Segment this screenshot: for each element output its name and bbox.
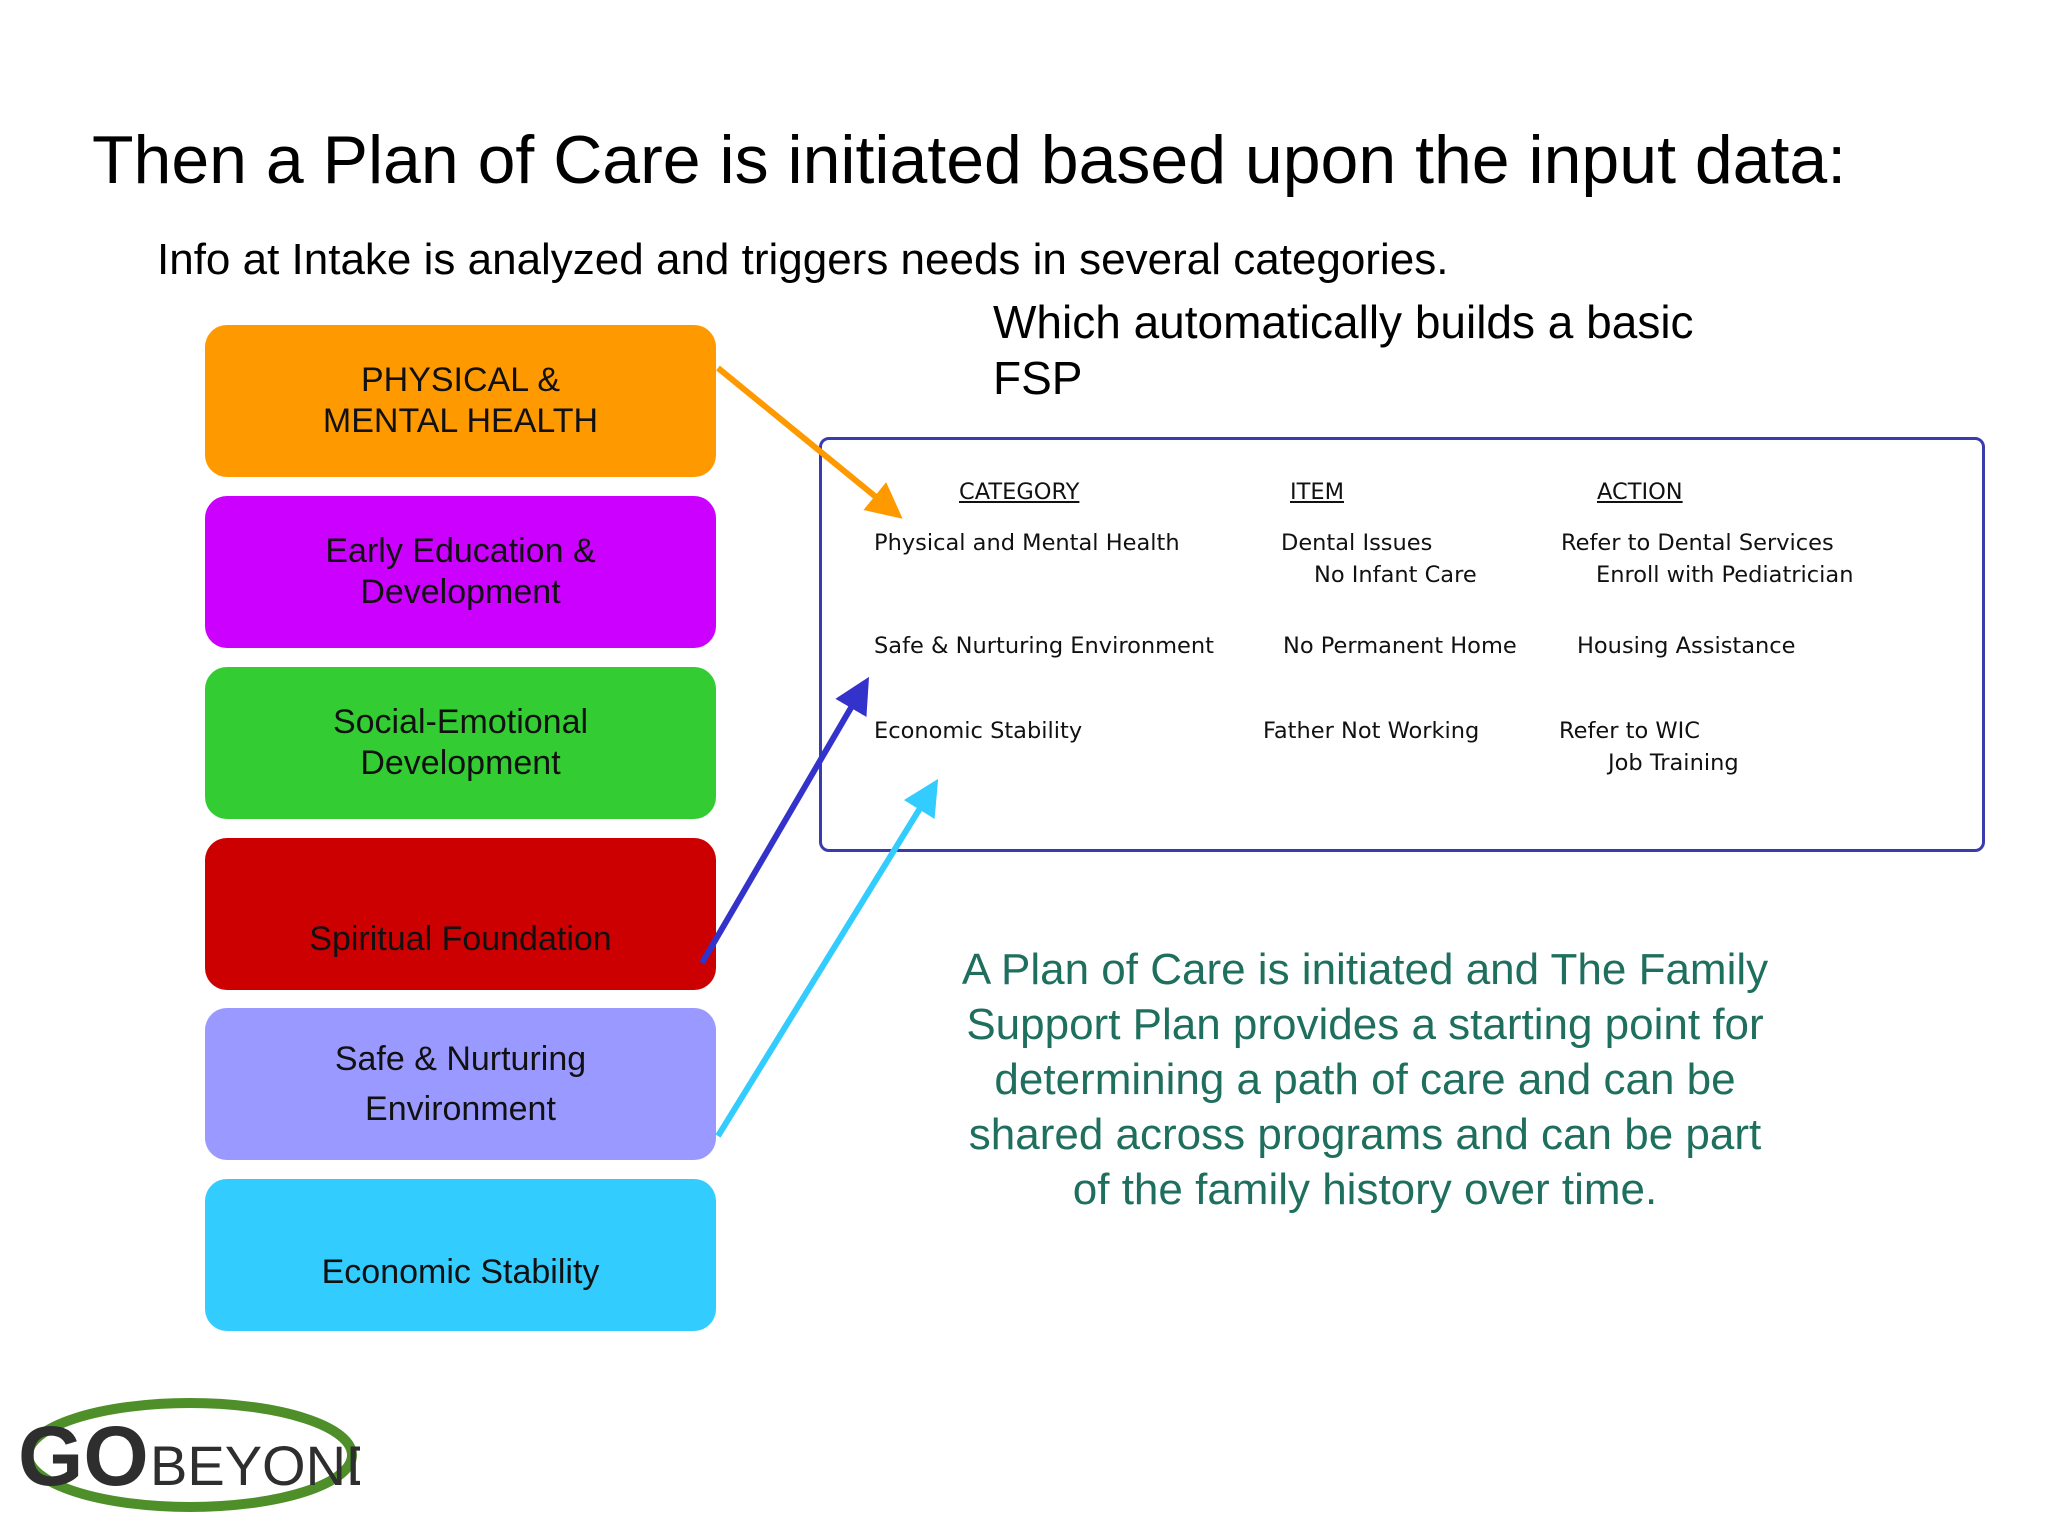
builds-fsp-text: Which automatically builds a basic FSP <box>993 296 1694 404</box>
arrow-spiritual-to-fsp <box>699 676 870 965</box>
fsp-header-item: ITEM <box>1290 479 1345 505</box>
go-beyond-logo: GO BEYOND <box>18 1398 360 1512</box>
fsp-row-action: Refer to WIC <box>1559 718 1700 744</box>
category-label: PHYSICAL & MENTAL HEALTH <box>322 361 599 440</box>
arrow-safe-to-fsp <box>715 778 939 1138</box>
category-label: Safe & Nurturing Environment <box>334 1040 587 1128</box>
fsp-header-action: ACTION <box>1597 479 1683 505</box>
category-label: Economic Stability <box>321 1252 600 1291</box>
slide-subtitle: Info at Intake is analyzed and triggers … <box>157 235 1449 284</box>
category-box-economic-stability: Economic Stability <box>205 1179 716 1331</box>
fsp-row-action: Enroll with Pediatrician <box>1596 562 1854 588</box>
category-box-spiritual-foundation: Spiritual Foundation <box>205 838 716 990</box>
category-box-physical-mental-health: PHYSICAL & MENTAL HEALTH <box>205 325 716 477</box>
category-box-early-education: Early Education & Development <box>205 496 716 648</box>
fsp-row-category: Safe & Nurturing Environment <box>874 633 1214 659</box>
category-label: Social-Emotional Development <box>332 703 589 782</box>
fsp-row-item: No Permanent Home <box>1283 633 1517 659</box>
fsp-row-item: No Infant Care <box>1314 562 1477 588</box>
fsp-row-item: Dental Issues <box>1281 530 1433 556</box>
logo-beyond-text: BEYOND <box>150 1434 360 1497</box>
fsp-header-category: CATEGORY <box>959 479 1080 505</box>
fsp-row-action: Housing Assistance <box>1577 633 1796 659</box>
fsp-row-action: Refer to Dental Services <box>1561 530 1834 556</box>
slide-title: Then a Plan of Care is initiated based u… <box>92 122 1847 198</box>
arrow-physical-to-fsp <box>716 365 903 519</box>
fsp-row-item: Father Not Working <box>1263 718 1480 744</box>
category-label: Spiritual Foundation <box>309 919 612 958</box>
category-box-social-emotional: Social-Emotional Development <box>205 667 716 819</box>
category-box-safe-nurturing: Safe & Nurturing Environment <box>205 1008 716 1160</box>
fsp-row-category: Economic Stability <box>874 718 1083 744</box>
fsp-table-box <box>819 437 1985 852</box>
fsp-row-action: Job Training <box>1608 750 1739 776</box>
fsp-row-category: Physical and Mental Health <box>874 530 1180 556</box>
logo-go-text: GO <box>18 1409 149 1503</box>
summary-text: A Plan of Care is initiated and The Fami… <box>961 945 1769 1214</box>
category-label: Early Education & Development <box>325 532 596 611</box>
